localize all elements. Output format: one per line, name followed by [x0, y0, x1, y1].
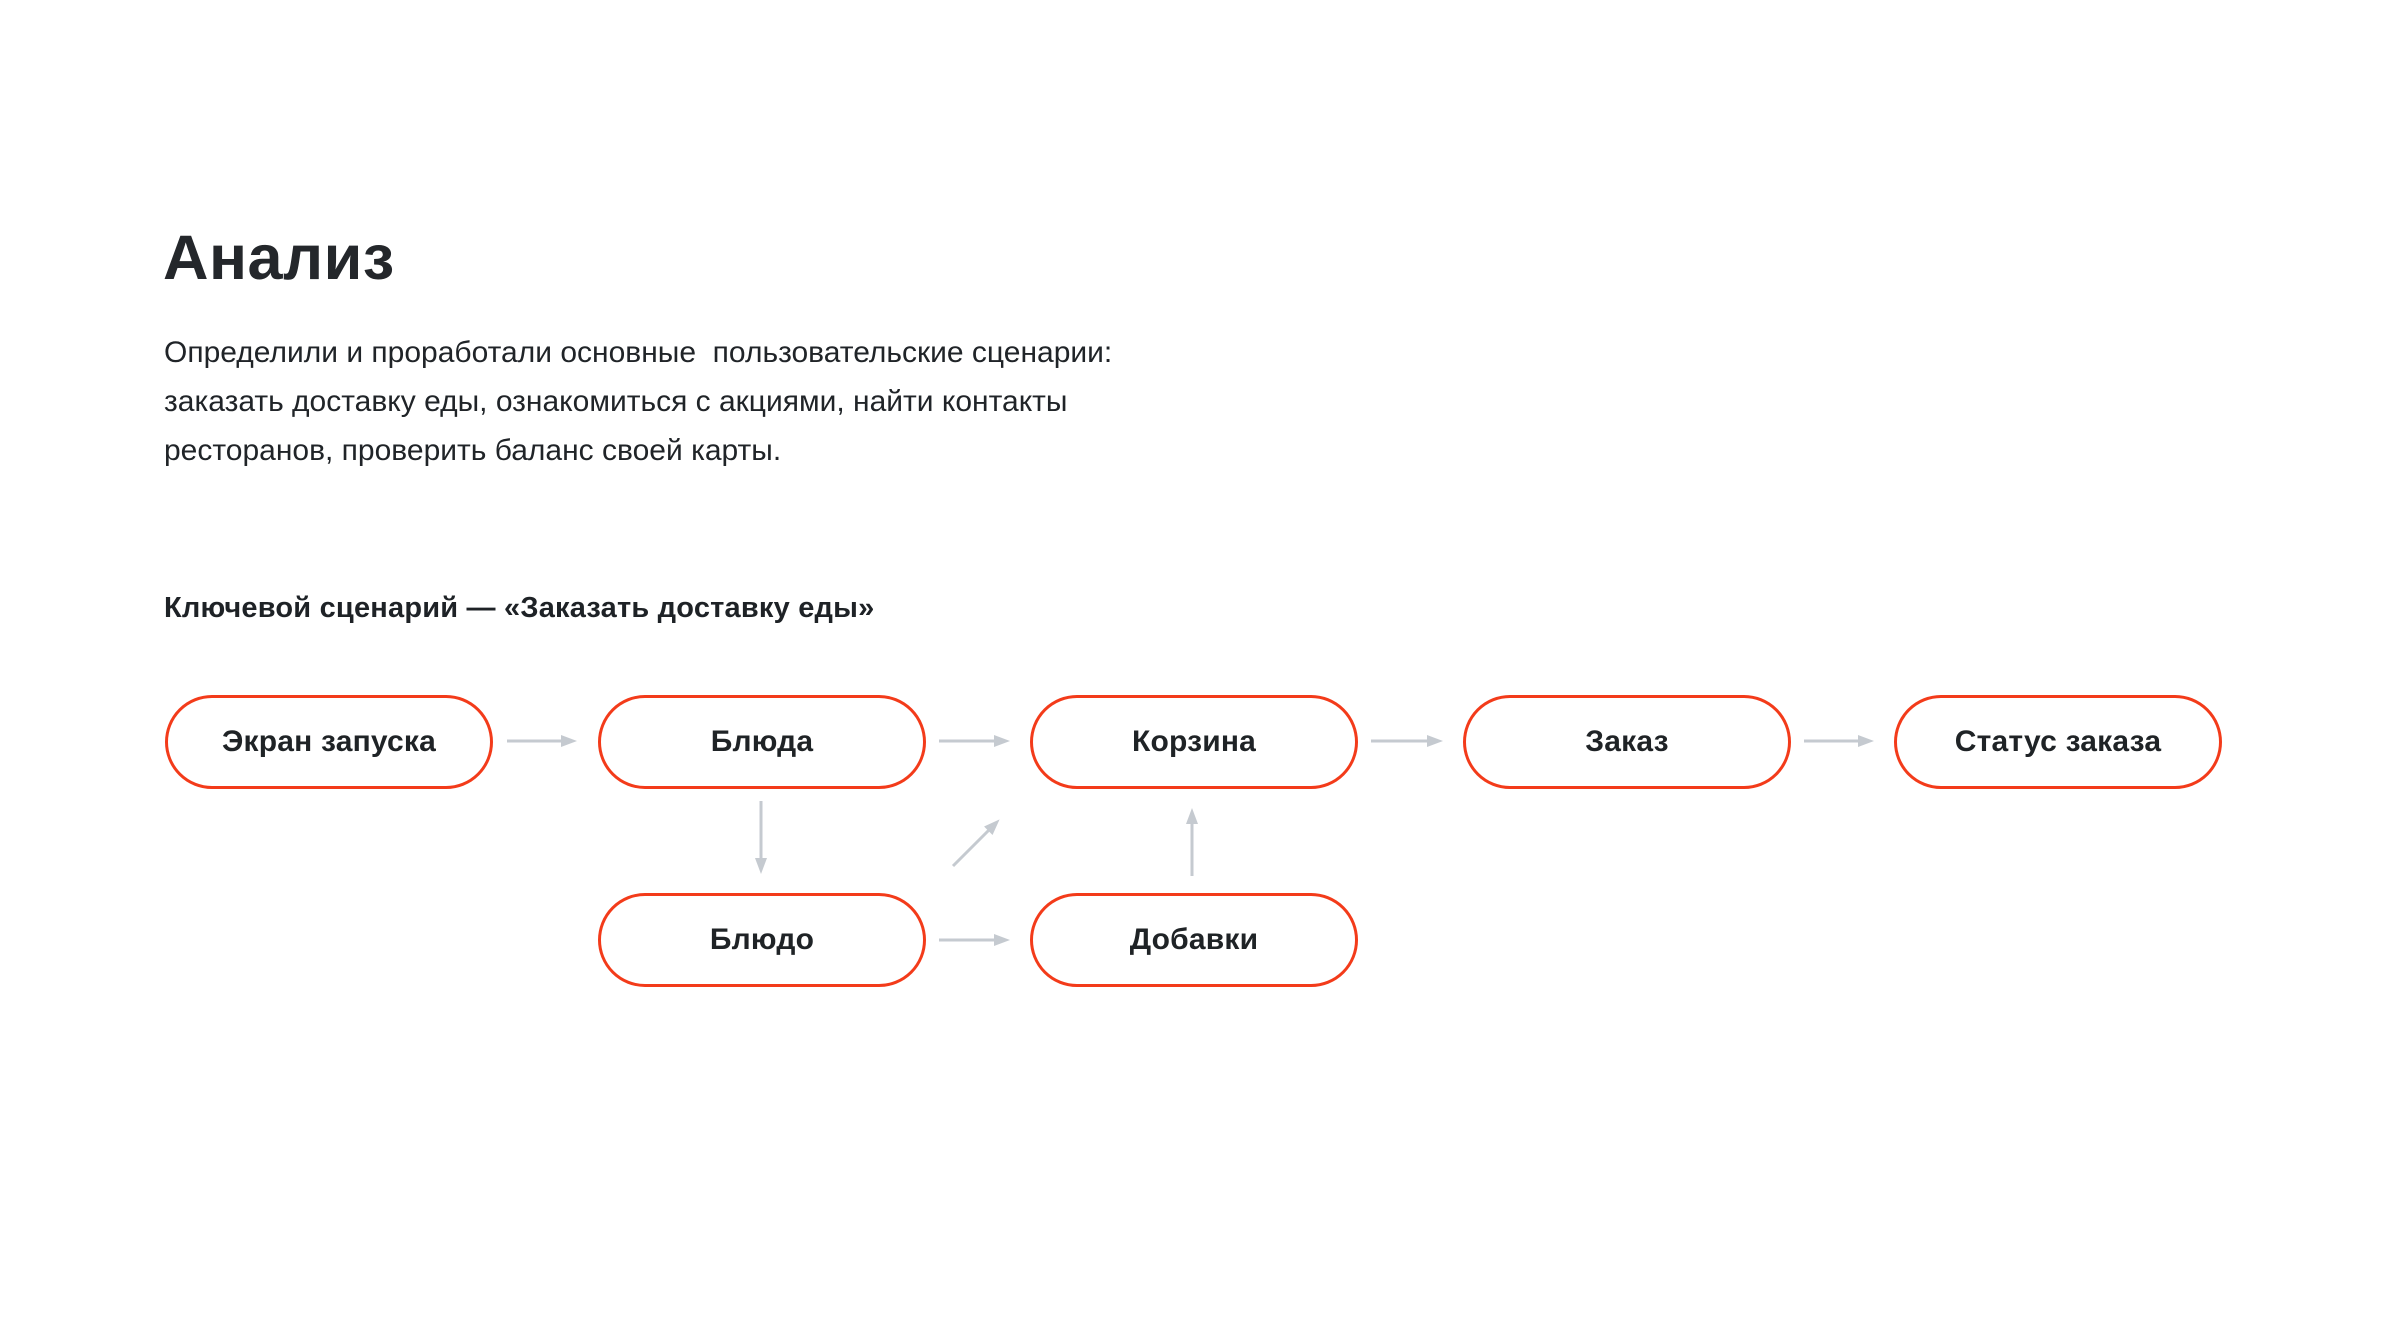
intro-line: ресторанов, проверить баланс своей карты… [164, 434, 782, 467]
intro-line: заказать доставку еды, ознакомиться с ак… [164, 385, 1068, 418]
flow-node-cart: Корзина [1030, 695, 1358, 789]
intro-line: Определили и проработали основные пользо… [164, 336, 1113, 369]
flow-node-label: Корзина [1131, 725, 1257, 758]
flow-node-label: Блюда [710, 725, 814, 758]
flow-node-order-status: Статус заказа [1894, 695, 2222, 789]
scenario-heading: Ключевой сценарий — «Заказать доставку е… [164, 592, 875, 624]
flow-node-launch-screen: Экран запуска [165, 695, 493, 789]
flow-node-dishes: Блюда [598, 695, 926, 789]
flow-node-label: Статус заказа [1954, 725, 2162, 758]
flow-node-label: Заказ [1585, 725, 1669, 758]
intro-paragraph: Определили и проработали основные пользо… [164, 328, 1112, 475]
edge-dish-to-cart-diagonal-arrow [951, 819, 1000, 868]
flow-node-label: Блюдо [709, 923, 815, 956]
flow-node-order: Заказ [1463, 695, 1791, 789]
flow-node-label: Экран запуска [221, 725, 437, 758]
page-title: Анализ [163, 223, 395, 293]
flow-node-addons: Добавки [1030, 893, 1358, 987]
flow-node-dish: Блюдо [598, 893, 926, 987]
flow-node-label: Добавки [1129, 923, 1259, 956]
